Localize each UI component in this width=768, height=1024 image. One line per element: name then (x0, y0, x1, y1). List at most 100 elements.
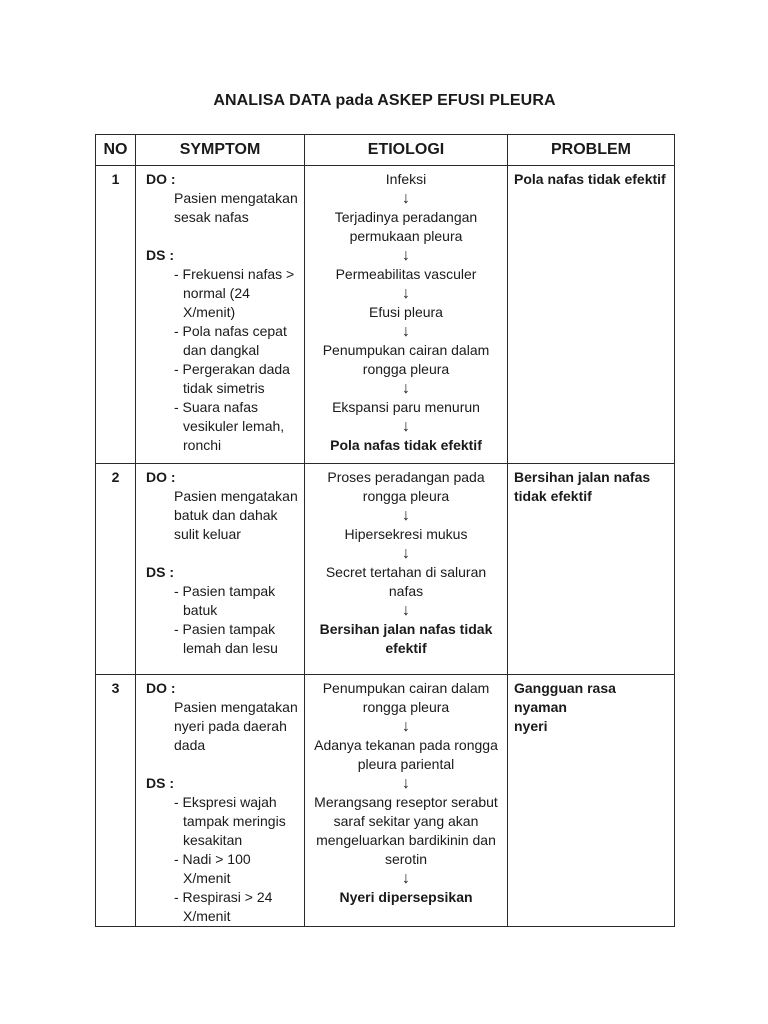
text-line: - Pasien tampak (174, 621, 276, 637)
text-line: Pasien mengatakan (174, 488, 298, 504)
text-line (146, 755, 301, 774)
cell-symptom: DO : Pasien mengatakan batuk dan dahak suli… (135, 463, 305, 675)
text-line: saraf sekitar yang akan (333, 813, 479, 829)
text-line: serotin (384, 851, 428, 867)
text-line: ronchi (183, 437, 222, 453)
text-line: nafas (388, 583, 424, 599)
header-cell-problem: PROBLEM (507, 134, 675, 166)
header-cell-etiologi: ETIOLOGI (304, 134, 508, 166)
document-title: ANALISA DATA pada ASKEP EFUSI PLEURA (213, 92, 556, 109)
text-line: batuk dan dahak (174, 507, 278, 523)
text-line: Bersihan jalan nafas tidak (319, 621, 493, 637)
text-line: - Frekuensi nafas > (174, 266, 295, 282)
text-line: X/menit (183, 870, 231, 886)
cell-etiologi: Infeksi ↓ Terjadinya peradangan permukaan p… (304, 165, 508, 464)
header-cell-symptom: SYMPTOM (135, 134, 305, 166)
text-line: - Suara nafas (174, 399, 259, 415)
analysis-table: NO SYMPTOM ETIOLOGI PROBLEM 1 DO : Pasien … (95, 134, 675, 927)
down-arrow-icon: ↓ (402, 718, 410, 735)
down-arrow-icon: ↓ (402, 545, 410, 562)
text-line: DO : (146, 171, 176, 187)
text-line: Infeksi (385, 171, 427, 187)
text-line: Merangsang reseptor serabut (314, 794, 498, 810)
text-line: X/menit) (183, 304, 236, 320)
text-line: Efusi pleura (369, 304, 443, 320)
down-arrow-icon: ↓ (402, 285, 410, 302)
text-line: X/menit (183, 908, 231, 924)
text-line: DS : (146, 775, 174, 791)
text-line: sesak nafas (174, 209, 249, 225)
text-line: DO : (146, 680, 176, 696)
text-line: efektif (385, 640, 427, 656)
text-line: - Pola nafas cepat (174, 323, 287, 339)
cell-etiologi: Proses peradangan pada rongga pleura ↓ Hipe… (304, 463, 508, 675)
text-line: normal (24 (183, 285, 250, 301)
down-arrow-icon: ↓ (402, 323, 410, 340)
text-line: - Pasien tampak (174, 583, 276, 599)
text-line: Pola nafas tidak efektif (330, 437, 482, 453)
down-arrow-icon: ↓ (402, 870, 410, 887)
text-line: tampak meringis (183, 813, 286, 829)
text-line: DO : (146, 469, 176, 485)
text-line: Terjadinya peradangan (334, 209, 478, 225)
down-arrow-icon: ↓ (402, 507, 410, 524)
text-line: Penumpukan cairan dalam (322, 342, 490, 358)
text-line: batuk (183, 602, 218, 618)
text-line: Adanya tekanan pada rongga (314, 737, 498, 753)
cell-problem: Gangguan rasa nyaman nyeri (507, 674, 675, 927)
header-cell-no: NO (95, 134, 136, 166)
text-line: Secret tertahan di saluran (325, 564, 487, 580)
text-line: Pasien mengatakan (174, 699, 298, 715)
text-line: nyeri (514, 718, 548, 734)
table-header-row: NO SYMPTOM ETIOLOGI PROBLEM (95, 134, 675, 166)
text-line: pleura pariental (357, 756, 455, 772)
text-line: DS : (146, 564, 174, 580)
text-line: - Respirasi > 24 (174, 889, 273, 905)
text-line (146, 227, 301, 246)
text-line: DS : (146, 247, 174, 263)
text-line: Nyeri dipersepsikan (339, 889, 473, 905)
text-line: Pola nafas tidak efektif (514, 171, 666, 187)
text-line: Gangguan rasa nyaman (514, 680, 616, 715)
cell-no: 2 (95, 463, 136, 675)
text-line: lemah dan lesu (183, 640, 278, 656)
text-line: rongga pleura (362, 361, 450, 377)
table-row: 3 DO : Pasien mengatakan nyeri pada daerah d… (95, 674, 675, 927)
text-line: tidak efektif (514, 488, 592, 504)
text-line: - Pergerakan dada (174, 361, 290, 377)
text-line: permukaan pleura (349, 228, 463, 244)
down-arrow-icon: ↓ (402, 418, 410, 435)
text-line: rongga pleura (362, 488, 450, 504)
cell-no: 1 (95, 165, 136, 464)
text-line: rongga pleura (362, 699, 450, 715)
text-line: Permeabilitas vasculer (335, 266, 477, 282)
text-line: Pasien mengatakan (174, 190, 298, 206)
text-line: Ekspansi paru menurun (332, 399, 480, 415)
text-line: - Ekspresi wajah (174, 794, 277, 810)
cell-symptom: DO : Pasien mengatakan nyeri pada daerah da… (135, 674, 305, 927)
down-arrow-icon: ↓ (402, 775, 410, 792)
text-line: sulit keluar (174, 526, 241, 542)
text-line: Proses peradangan pada (327, 469, 485, 485)
text-line: Hipersekresi mukus (344, 526, 468, 542)
text-line: mengeluarkan bardikinin dan (316, 832, 496, 848)
table-row: 2 DO : Pasien mengatakan batuk dan dahak sul… (95, 463, 675, 675)
text-line: vesikuler lemah, (183, 418, 285, 434)
cell-symptom: DO : Pasien mengatakan sesak nafas DS :- Fr… (135, 165, 305, 464)
text-line: dada (174, 737, 206, 753)
text-line: - Nadi > 100 (174, 851, 251, 867)
text-line: Penumpukan cairan dalam (322, 680, 490, 696)
down-arrow-icon: ↓ (402, 247, 410, 264)
text-line: tidak simetris (183, 380, 265, 396)
text-line: kesakitan (183, 832, 243, 848)
table-row: 1 DO : Pasien mengatakan sesak nafas DS :- F… (95, 165, 675, 464)
text-line: nyeri pada daerah (174, 718, 287, 734)
text-line (146, 544, 301, 563)
down-arrow-icon: ↓ (402, 602, 410, 619)
cell-problem: Pola nafas tidak efektif (507, 165, 675, 464)
cell-no: 3 (95, 674, 136, 927)
down-arrow-icon: ↓ (402, 190, 410, 207)
